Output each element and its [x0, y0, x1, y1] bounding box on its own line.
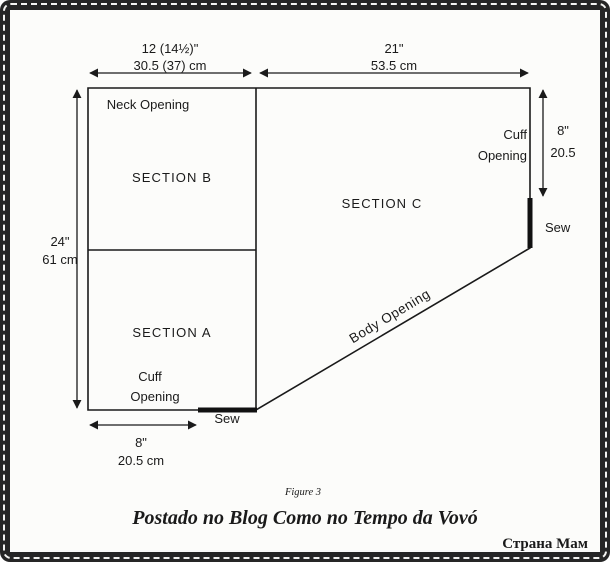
measure-top-right-inches: 21" [384, 41, 403, 56]
measure-top-left-cm: 30.5 (37) cm [134, 58, 207, 73]
sew-bottom-label: Sew [214, 411, 240, 426]
section-b-label: SECTION B [132, 170, 212, 185]
neck-opening-label: Neck Opening [107, 97, 189, 112]
sew-right-label: Sew [545, 220, 571, 235]
figure-caption: Figure 3 [284, 487, 321, 498]
measure-top-left-inches: 12 (14½)" [142, 41, 199, 56]
section-a-label: SECTION A [132, 325, 211, 340]
measure-left-cm: 61 cm [42, 252, 77, 267]
body-opening-label: Body Opening [347, 286, 433, 346]
cuff-opening-right-line2: Opening [478, 148, 527, 163]
section-c-label: SECTION C [342, 196, 423, 211]
garment-outline [87, 87, 531, 411]
measure-bottom-cm: 20.5 cm [118, 453, 164, 468]
blog-credit-caption: Postado no Blog Como no Tempo da Vovó [131, 507, 477, 529]
diagram-canvas: 12 (14½)" 30.5 (37) cm 21" 53.5 cm 24" 6… [10, 10, 600, 552]
measure-bottom-inches: 8" [135, 435, 147, 450]
site-watermark: Страна Мам [502, 536, 588, 552]
pattern-diagram: 12 (14½)" 30.5 (37) cm 21" 53.5 cm 24" 6… [42, 41, 588, 552]
cuff-opening-right-line1: Cuff [503, 127, 527, 142]
cuff-opening-bottom-line1: Cuff [138, 369, 162, 384]
cuff-opening-bottom-line2: Opening [130, 389, 179, 404]
measure-right-cm: 20.5 [550, 145, 575, 160]
measure-right-inches: 8" [557, 123, 569, 138]
measure-left-inches: 24" [50, 234, 69, 249]
measure-top-right-cm: 53.5 cm [371, 58, 417, 73]
